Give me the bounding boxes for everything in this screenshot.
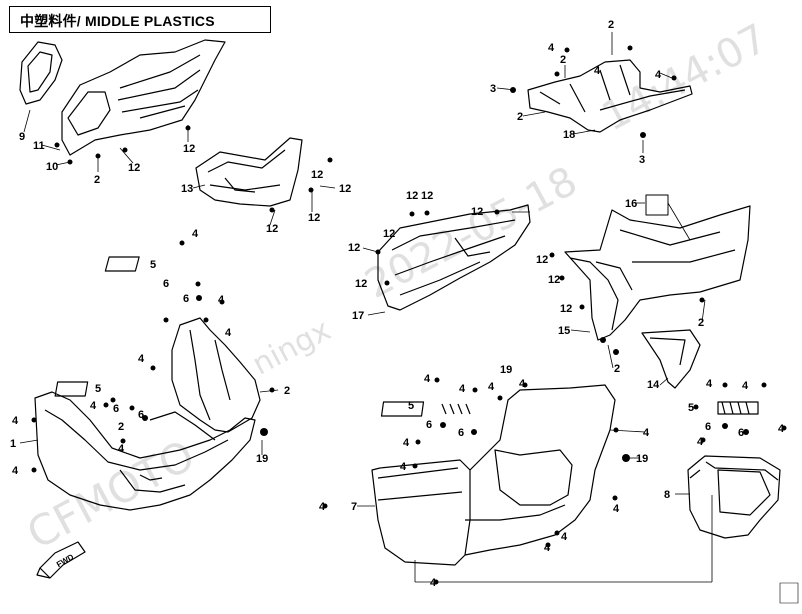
callout-4-h: 4 xyxy=(90,400,97,412)
callout-4-v: 4 xyxy=(319,501,326,513)
callout-19-c: 19 xyxy=(636,453,648,465)
callout-labels: 9 11 10 2 12 12 13 12 12 12 12 3 2 18 3 … xyxy=(10,19,785,589)
callout-4-f: 4 xyxy=(225,327,232,339)
callout-3-b: 3 xyxy=(639,154,645,166)
callout-2-d: 2 xyxy=(560,54,566,66)
callout-7: 7 xyxy=(351,501,357,513)
callout-5-c: 5 xyxy=(408,400,414,412)
callout-17: 17 xyxy=(352,310,364,322)
callout-5-a: 5 xyxy=(150,259,156,271)
callout-4-aa: 4 xyxy=(778,423,785,435)
callout-12-c: 12 xyxy=(266,223,278,235)
callout-5-b: 5 xyxy=(95,383,101,395)
callout-4-j: 4 xyxy=(12,415,19,427)
callout-5-d: 5 xyxy=(688,402,694,414)
callout-4-t: 4 xyxy=(561,531,568,543)
callout-15: 15 xyxy=(558,325,570,337)
small-cover-14 xyxy=(641,329,701,389)
callout-12-d: 12 xyxy=(308,212,320,224)
callout-12-h: 12 xyxy=(421,190,433,202)
callout-1: 1 xyxy=(10,438,16,450)
callout-4-n: 4 xyxy=(488,381,495,393)
callout-12-k: 12 xyxy=(348,242,360,254)
callout-4-m: 4 xyxy=(459,383,466,395)
callout-3-a: 3 xyxy=(490,83,496,95)
callout-2-f: 2 xyxy=(698,317,704,329)
callout-4-g: 4 xyxy=(138,353,145,365)
callout-6-h: 6 xyxy=(738,427,744,439)
callout-6-a: 6 xyxy=(163,278,169,290)
callout-4-c: 4 xyxy=(655,69,662,81)
callout-4-e: 4 xyxy=(218,294,225,306)
callout-6-b: 6 xyxy=(183,293,189,305)
center-footrest-assembly xyxy=(371,384,616,566)
rear-mount-bracket xyxy=(527,59,693,133)
callout-4-i: 4 xyxy=(118,443,125,455)
callout-2-e: 2 xyxy=(614,363,620,375)
callout-4-u: 4 xyxy=(544,542,551,554)
callout-4-y: 4 xyxy=(742,380,749,392)
callout-12-j: 12 xyxy=(383,228,395,240)
callout-4-s: 4 xyxy=(613,503,620,515)
corner-box xyxy=(779,582,799,604)
callout-4-l: 4 xyxy=(424,373,431,385)
callout-4-z: 4 xyxy=(697,436,704,448)
callout-18: 18 xyxy=(563,129,575,141)
callout-4-a: 4 xyxy=(548,42,555,54)
callout-10: 10 xyxy=(46,161,58,173)
callout-12-l: 12 xyxy=(355,278,367,290)
callout-6-g: 6 xyxy=(705,421,711,433)
callout-12-a: 12 xyxy=(128,162,140,174)
callout-12-o: 12 xyxy=(560,303,572,315)
callout-9: 9 xyxy=(19,131,25,143)
callout-2-a: 2 xyxy=(94,174,100,186)
callout-4-o: 4 xyxy=(519,378,526,390)
callout-4-d: 4 xyxy=(192,228,199,240)
callout-12-b: 12 xyxy=(183,143,195,155)
right-side-cover xyxy=(564,205,751,341)
callout-2-g: 2 xyxy=(118,421,124,433)
callout-12-f: 12 xyxy=(311,169,323,181)
callout-12-e: 12 xyxy=(339,183,351,195)
callout-4-k: 4 xyxy=(12,465,19,477)
callout-6-e: 6 xyxy=(426,419,432,431)
callout-2-h: 2 xyxy=(284,385,290,397)
title-box: 中塑料件/ MIDDLE PLASTICS xyxy=(9,6,271,33)
callout-4-b: 4 xyxy=(594,65,601,77)
callout-2-c: 2 xyxy=(608,19,614,31)
callout-12-m: 12 xyxy=(536,254,548,266)
callout-box-16 xyxy=(645,194,669,216)
callout-6-f: 6 xyxy=(458,427,464,439)
callout-12-g: 12 xyxy=(406,190,418,202)
callout-6-d: 6 xyxy=(138,409,144,421)
callout-4-r: 4 xyxy=(643,427,650,439)
callout-4-x: 4 xyxy=(706,378,713,390)
left-upper-side-panel xyxy=(19,39,226,156)
callout-19-a: 19 xyxy=(256,453,268,465)
callout-14: 14 xyxy=(647,379,660,391)
callout-12-i: 12 xyxy=(471,206,483,218)
fwd-label: FWD xyxy=(55,552,75,569)
callout-4-q: 4 xyxy=(400,461,407,473)
fastener-dots xyxy=(31,45,787,585)
callout-6-c: 6 xyxy=(113,403,119,415)
callout-4-w: 4 xyxy=(430,577,437,589)
right-footrest-box xyxy=(687,401,781,539)
leader-lines xyxy=(19,32,713,583)
callout-12-n: 12 xyxy=(548,274,560,286)
callout-8: 8 xyxy=(664,489,670,501)
page-title: 中塑料件/ MIDDLE PLASTICS xyxy=(20,13,215,29)
left-footrest-assembly xyxy=(34,256,261,511)
callout-13: 13 xyxy=(181,183,193,195)
fwd-arrow xyxy=(36,541,86,579)
callout-4-p: 4 xyxy=(403,437,410,449)
callout-11: 11 xyxy=(33,140,45,152)
callout-2-b: 2 xyxy=(517,111,523,123)
center-bracket xyxy=(195,137,303,207)
callout-16: 16 xyxy=(625,198,637,210)
callout-19-b: 19 xyxy=(500,364,512,376)
footwell-panel xyxy=(377,204,531,311)
